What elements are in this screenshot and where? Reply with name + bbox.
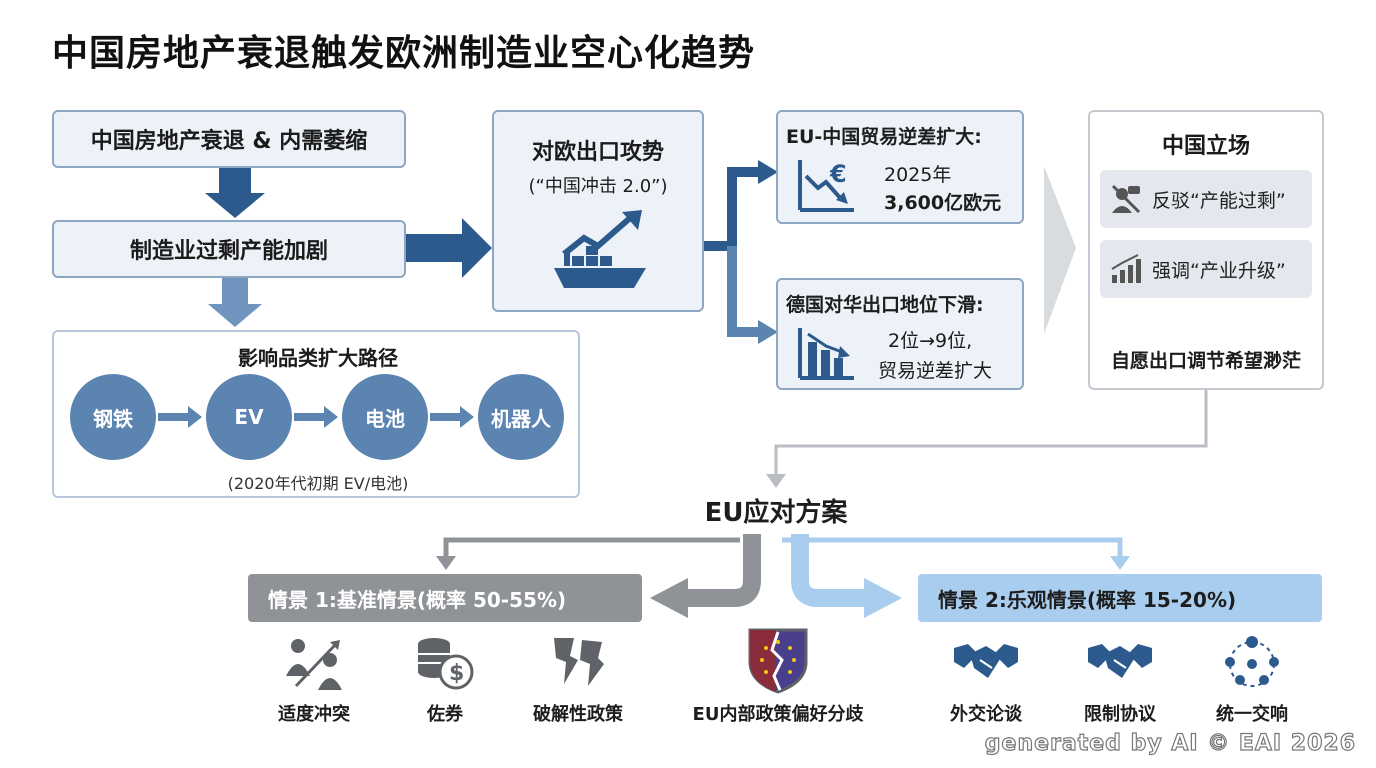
germany-rank: 2位→9位, [888,330,973,352]
eu-shield-icon [748,628,808,694]
scenario-1-label: 情景 1:基准情景(概率 50-55%) [268,587,567,612]
property-decline-label: 中国房地产衰退 & 内需萎缩 [90,129,368,154]
circle-robot: 机器人 [478,374,564,460]
export-offensive-box: 对欧出口攻势 (“中国冲击 2.0”) [492,110,704,312]
label-conflict: 适度冲突 [278,704,350,725]
watermark: generated by AI © EAI 2026 [984,730,1356,756]
stance-item-refute-label: 反驳“产能过剩” [1152,189,1286,212]
eu-to-s1-thick [684,534,761,607]
handshake-icon-2 [1088,644,1152,678]
svg-text:$: $ [449,661,464,686]
label-breaking-policy: 破解性政策 [533,704,623,725]
svg-text:€: € [829,160,847,188]
stance-item-upgrade: 强调“产业升级” [1100,240,1312,298]
label-eu-divergence: EU内部政策偏好分歧 [692,704,864,725]
arrow-to-deficit [758,160,778,184]
deficit-title: EU-中国贸易逆差扩大: [786,126,982,148]
export-subtitle: (“中国冲击 2.0”) [528,176,668,197]
circle-ev: EV [206,374,292,460]
category-path-note: (2020年代初期 EV/电池) [227,474,409,493]
broken-policy-icon [554,638,604,686]
germany-deficit: 贸易逆差扩大 [878,360,993,382]
arrow-right-export [406,218,492,278]
path-arrow-1 [158,406,202,428]
branch-line-2 [727,246,760,337]
eu-to-s2-thick [791,534,868,607]
upgrade-chart-icon [1111,254,1141,283]
germany-title: 德国对华出口地位下滑: [786,294,984,316]
germany-export-box: 德国对华出口地位下滑: 2位→9位, 贸易逆差扩大 [776,278,1024,390]
scenario-2-label: 情景 2:乐观情景(概率 15-20%) [938,587,1237,612]
circle-steel: 钢铁 [70,374,156,460]
china-stance-title: 中国立场 [1161,134,1250,159]
overcapacity-box: 制造业过剩产能加剧 [52,220,406,278]
property-decline-box: 中国房地产衰退 & 内需萎缩 [52,110,406,168]
arrow-s2-thick [864,578,902,618]
arrow-s1-thin [436,556,456,570]
eu-to-s2-thin [782,537,1123,558]
export-title: 对欧出口攻势 [531,140,664,165]
arrow-down-2 [208,277,262,327]
eu-response-title: EU应对方案 [704,498,848,528]
deficit-amount: 3,600亿欧元 [884,192,1002,214]
path-arrow-2 [294,406,338,428]
path-arrows [158,406,474,428]
arrow-to-germany [758,320,778,344]
arrow-s1-thick [650,578,688,618]
refute-icon [1111,184,1141,214]
euro-down-chart-icon: € [798,160,854,212]
stance-item-upgrade-label: 强调“产业升级” [1152,259,1286,282]
coin-stack-icon: $ [418,638,474,690]
branch-line [704,167,760,251]
overcapacity-label: 制造业过剩产能加剧 [129,239,328,264]
page-title: 中国房地产衰退触发欧洲制造业空心化趋势 [52,33,756,74]
label-coupon: 佐券 [427,704,463,725]
china-to-eu-line [774,390,1208,478]
deficit-year: 2025年 [884,164,952,186]
eu-to-s1-thin [443,537,740,558]
stance-item-refute: 反驳“产能过剩” [1100,170,1312,228]
conflict-icon [286,639,342,690]
china-stance-box: 中国立场 反驳“产能过剩” 强调“产业升级” 自愿出口调节希望渺茫 [1088,110,1324,390]
handshake-icon [954,644,1018,678]
category-path-title: 影响品类扩大路径 [238,346,398,370]
label-diplomacy: 外交论谈 [950,704,1022,725]
scenario-1-banner: 情景 1:基准情景(概率 50-55%) [248,574,642,622]
arrow-to-eu [766,474,786,488]
label-unified: 统一交响 [1216,704,1288,725]
bar-down-chart-icon [798,328,854,380]
arrow-s2-thin [1110,556,1130,570]
label-restriction-agreement: 限制协议 [1084,704,1156,725]
china-stance-footer: 自愿出口调节希望渺茫 [1110,350,1301,372]
gray-chevron [1044,166,1076,334]
circle-battery: 电池 [342,374,428,460]
trade-deficit-box: EU-中国贸易逆差扩大: € 2025年 3,600亿欧元 [776,110,1024,224]
network-people-icon [1225,636,1279,687]
scenario-2-banner: 情景 2:乐观情景(概率 15-20%) [918,574,1322,622]
arrow-down-1 [205,168,265,218]
category-path-box: 影响品类扩大路径 钢铁 EV 电池 机器人 (2020年代初期 EV/电池) [52,330,580,498]
path-arrow-3 [430,406,474,428]
ship-rising-arrow-icon [554,210,646,288]
